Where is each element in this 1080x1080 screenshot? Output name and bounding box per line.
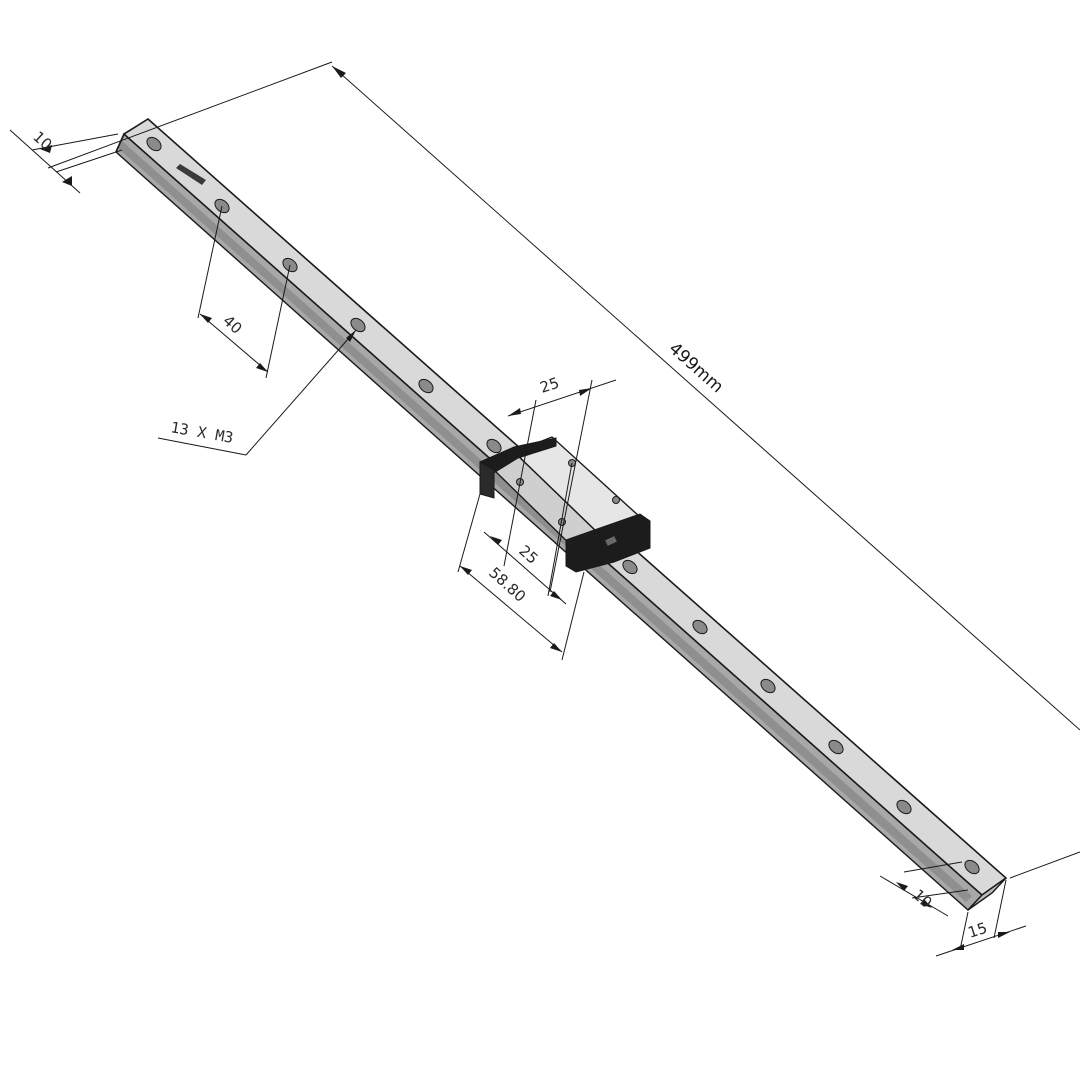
rail-hole <box>760 678 776 694</box>
rail-hole <box>418 378 434 394</box>
dimension-label-carriage-length: 58.80 <box>485 564 529 606</box>
carriage-block <box>479 436 651 573</box>
dimension-label-carriage-width: 25 <box>538 374 562 397</box>
rail-groove <box>118 141 972 902</box>
rail-logo-mark-icon <box>176 164 206 185</box>
dimension-label-carriage-holes: 25 <box>515 542 541 568</box>
rail-mounting-holes <box>146 136 980 875</box>
dimension-rail-width: 15 <box>935 879 1027 957</box>
rail-hole <box>146 136 162 152</box>
rail-hole <box>350 317 366 333</box>
rail-hole <box>964 859 980 875</box>
dimension-label-rail-width: 15 <box>966 919 990 942</box>
carriage-screw-hole <box>612 496 620 504</box>
callout-label-holes: 13 X M3 <box>169 418 234 447</box>
rail-end-face <box>967 877 1007 911</box>
rail-hole <box>692 619 708 635</box>
dimension-carriage-width: 25 <box>503 374 617 593</box>
rail-hole <box>622 559 638 575</box>
callout-hole-spec: 13 X M3 <box>157 329 357 456</box>
rail-hole <box>486 438 502 454</box>
rail-hole <box>896 799 912 815</box>
rail-hole <box>828 739 844 755</box>
dimension-end-offset-top: 10 <box>9 128 123 194</box>
